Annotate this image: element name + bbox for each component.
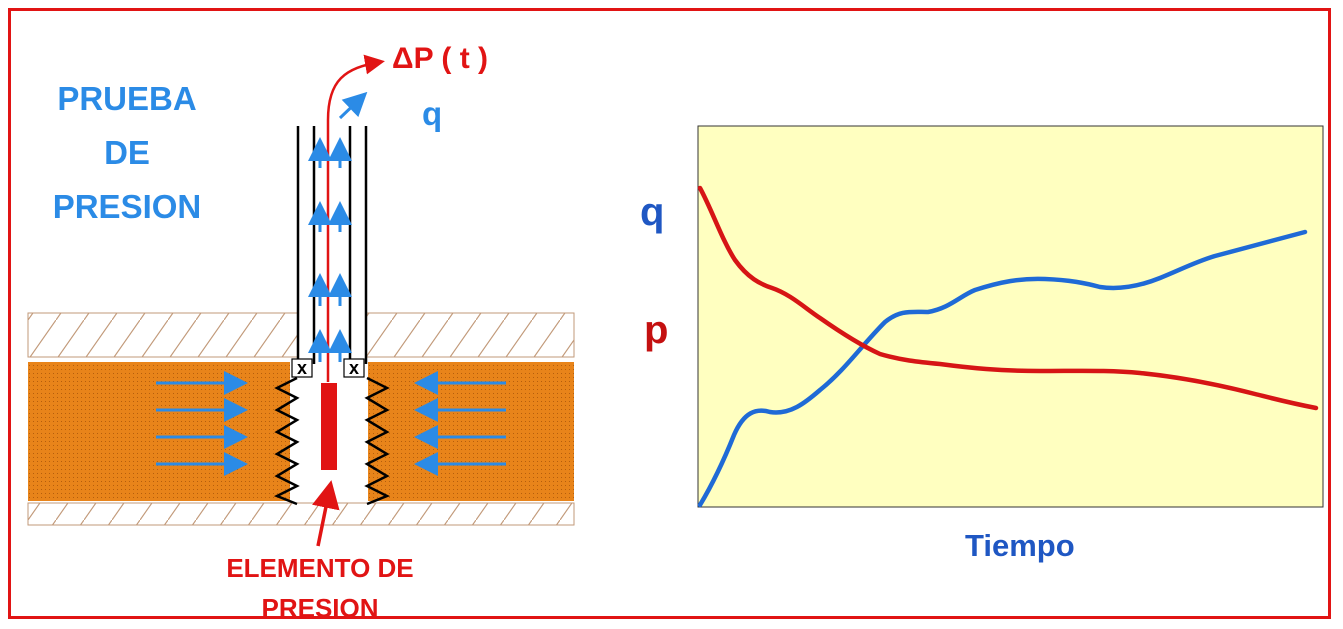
delta-p-label: ΔP ( t ) [392, 42, 489, 75]
diagram-title: PRUEBA DE PRESION [42, 72, 212, 234]
chart-p-label: p [644, 308, 669, 352]
chart-x-axis-label: Tiempo [965, 528, 1075, 563]
p-curve [697, 185, 1319, 411]
packer-right [343, 358, 365, 378]
sensor-label-line-2: PRESION [261, 593, 379, 623]
outflow-arrow [338, 91, 368, 120]
reservoir-right [368, 362, 574, 501]
reservoir-inflow-arrows-left [156, 371, 248, 476]
plot-area [697, 125, 1324, 508]
perforations-right [364, 376, 391, 506]
packer-left [291, 358, 313, 378]
pressure-element [321, 383, 337, 470]
title-line-1: PRUEBA [57, 80, 197, 117]
q-curve [697, 229, 1308, 508]
chart-q-label: q [640, 190, 665, 234]
sensor-label: ELEMENTO DE PRESION [170, 548, 470, 628]
wireline [326, 54, 385, 382]
reservoir-inflow-arrows-right [414, 371, 506, 476]
packer-right-marker: x [349, 358, 359, 378]
perforations-left [273, 376, 300, 506]
sensor-label-line-1: ELEMENTO DE [226, 553, 414, 583]
title-line-2: DE [104, 134, 150, 171]
tubing-flow-arrows [308, 137, 352, 362]
flow-rate-label: q [422, 95, 443, 132]
sensor-pointer-arrow [312, 480, 340, 547]
lower-confining-layer [27, 502, 575, 526]
figure-frame [8, 8, 1331, 619]
title-line-3: PRESION [52, 188, 202, 225]
packer-left-marker: x [297, 358, 307, 378]
